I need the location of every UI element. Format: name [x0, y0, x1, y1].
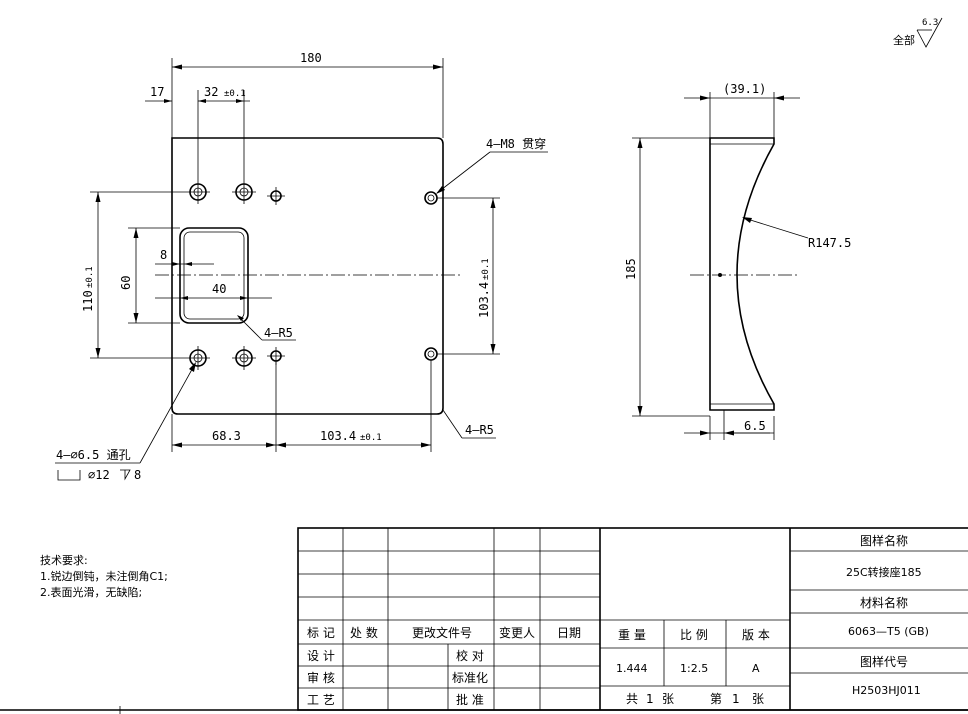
header-date: 日期: [557, 626, 581, 640]
tech-requirement-1: 1.锐边倒钝，未注倒角C1;: [40, 569, 168, 583]
dim-pocket-width: 40: [212, 282, 226, 296]
dim-right-hole-height: 103.4: [477, 282, 491, 318]
scale-label: 比 例: [680, 628, 708, 642]
dim-pocket-height: 60: [119, 276, 133, 290]
dim-edge-offset: 17: [150, 85, 164, 99]
dim-height-holes: 110: [81, 290, 95, 312]
version-label: 版 本: [742, 628, 770, 642]
dim-side-base: 6.5: [744, 419, 766, 433]
front-view: 180 17 32 ±0.1 4—M8 贯穿 110 ±0.1 60: [55, 51, 548, 482]
dim-hole-spacing-tol: ±0.1: [224, 89, 246, 99]
hole-bottom-3: [267, 347, 285, 365]
header-change-doc: 更改文件号: [412, 625, 472, 640]
header-changer: 变更人: [499, 625, 535, 640]
material: 6063—T5 (GB): [848, 625, 929, 638]
hole-top-1: [186, 180, 210, 204]
drawing-name: 25C转接座185: [846, 565, 922, 579]
hole-bottom-1: [186, 346, 210, 370]
drawing-name-label: 图样名称: [860, 533, 908, 548]
roughness-symbol: 全部 6.3: [893, 17, 943, 48]
header-count: 处 数: [350, 625, 378, 640]
drawing-code: H2503HJ011: [852, 684, 921, 697]
title-block: 标 记 处 数 更改文件号 变更人 日期 设 计 审 核 工 艺 校 对 标准化…: [297, 527, 968, 711]
hole-top-3: [267, 187, 285, 205]
dim-pocket-offset: 8: [160, 248, 167, 262]
sheet-num: 1: [732, 692, 740, 706]
sheet-unit-2: 张: [752, 692, 764, 706]
dim-counterbore: ∅12: [88, 468, 110, 482]
plate-outline: [171, 137, 444, 415]
row-standardize: 标准化: [452, 671, 488, 685]
hole-top-2: [232, 180, 256, 204]
dim-bottom-left: 68.3: [212, 429, 241, 443]
scale-value: 1:2.5: [680, 662, 708, 675]
row-design: 设 计: [307, 649, 335, 663]
hole-bottom-2: [232, 346, 256, 370]
row-check: 校 对: [456, 648, 484, 663]
dim-right-hole-height-tol: ±0.1: [481, 258, 491, 280]
weight-label: 重 量: [618, 628, 646, 642]
dim-side-thickness: (39.1): [723, 82, 766, 96]
total-num: 1: [646, 692, 654, 706]
row-review: 审 核: [307, 670, 335, 685]
dim-counterbore-depth: 8: [134, 468, 141, 482]
dim-bottom-right-tol: ±0.1: [360, 433, 382, 443]
dim-height-holes-tol: ±0.1: [85, 266, 95, 288]
dim-bottom-right: 103.4: [320, 429, 356, 443]
header-mark: 标 记: [307, 626, 335, 640]
tech-requirements-title: 技术要求:: [40, 554, 88, 567]
total-label: 共: [626, 692, 638, 706]
dim-side-radius: R147.5: [808, 236, 851, 250]
dim-through-hole: 4—∅6.5 通孔: [56, 448, 131, 462]
row-approve: 批 准: [456, 692, 484, 707]
roughness-label: 全部: [893, 33, 915, 47]
code-label: 图样代号: [860, 654, 908, 669]
row-process: 工 艺: [307, 693, 335, 707]
version-value: A: [752, 662, 760, 675]
dim-hole-spacing: 32: [204, 85, 218, 99]
pocket-outline: [179, 227, 249, 324]
dim-overall-width: 180: [300, 51, 322, 65]
dim-corner-radius: 4—R5: [465, 423, 494, 437]
sheet-unit: 张: [662, 692, 674, 706]
hole-top-right: [424, 191, 438, 205]
tech-requirement-2: 2.表面光滑，无缺陷;: [40, 585, 142, 599]
dim-thread-note: 4—M8 贯穿: [486, 136, 546, 151]
dim-side-height: 185: [624, 258, 638, 280]
dim-pocket-radius: 4—R5: [264, 326, 293, 340]
hole-bottom-right: [424, 347, 438, 361]
side-view: (39.1) R147.5 185 6.5: [624, 82, 851, 440]
weight-value: 1.444: [616, 662, 648, 675]
roughness-value: 6.3: [922, 18, 938, 28]
sheet-label: 第: [710, 692, 722, 706]
tech-requirements: 技术要求: 1.锐边倒钝，未注倒角C1; 2.表面光滑，无缺陷;: [40, 554, 168, 599]
material-label: 材料名称: [860, 595, 908, 610]
